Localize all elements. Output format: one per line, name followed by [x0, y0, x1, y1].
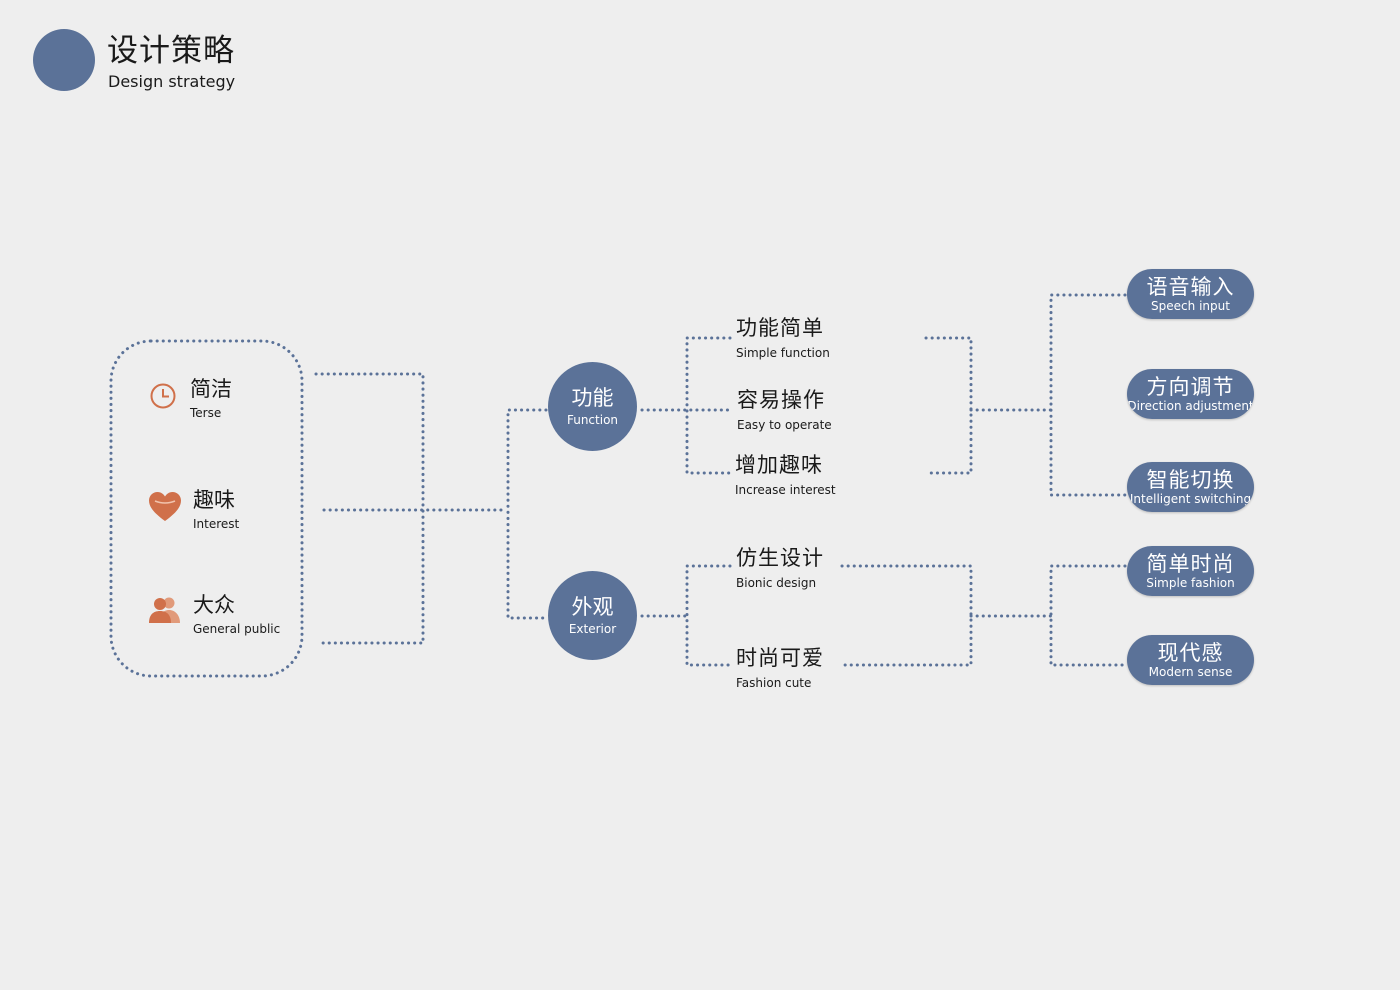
category-label-en: Exterior [568, 621, 617, 636]
category-label-zh: 外观 [571, 594, 614, 619]
feature-label-en: Simple fashion [1146, 575, 1235, 590]
exterior-item-cute: 时尚可爱 Fashion cute [736, 642, 824, 690]
function-item-simple: 功能简单 Simple function [736, 312, 830, 360]
feature-intelligent-switching: 智能切换 Intelligent switching [1127, 462, 1254, 512]
item-label-en: Increase interest [735, 483, 836, 497]
function-item-interest: 增加趣味 Increase interest [735, 449, 836, 497]
connector-exterior-right [840, 564, 973, 667]
page-title: 设计策略 [107, 33, 235, 69]
heart-icon [148, 491, 182, 527]
feature-label-en: Modern sense [1148, 664, 1233, 679]
feature-label-zh: 语音输入 [1146, 274, 1235, 299]
connector-function-right [924, 336, 973, 475]
item-label-zh: 功能简单 [736, 316, 824, 340]
category-label-en: Function [566, 412, 619, 427]
connector-exterior-features [1049, 564, 1127, 667]
attribute-label-zh: 大众 [193, 593, 235, 617]
exterior-item-bionic: 仿生设计 Bionic design [736, 542, 824, 590]
function-item-easy: 容易操作 Easy to operate [737, 384, 832, 432]
connector-attr-1 [314, 372, 425, 645]
item-label-zh: 容易操作 [737, 388, 825, 412]
attribute-label-zh: 趣味 [193, 488, 235, 512]
feature-modern-sense: 现代感 Modern sense [1127, 635, 1254, 685]
item-label-zh: 时尚可爱 [736, 646, 824, 670]
page-subtitle: Design strategy [108, 72, 236, 91]
attribute-label-en: Interest [193, 517, 240, 531]
feature-simple-fashion: 简单时尚 Simple fashion [1127, 546, 1254, 596]
feature-speech-input: 语音输入 Speech input [1127, 269, 1254, 319]
connector-function-bracket [685, 336, 732, 475]
feature-label-zh: 现代感 [1157, 640, 1224, 665]
attribute-label-en: Terse [190, 406, 222, 420]
feature-label-zh: 方向调节 [1146, 374, 1235, 399]
attribute-label-en: General public [193, 622, 281, 636]
attribute-label-zh: 简洁 [190, 377, 232, 401]
category-exterior-node: 外观 Exterior [548, 571, 637, 660]
connector-exterior-bracket [685, 564, 732, 667]
attribute-terse: 简洁 Terse [190, 373, 232, 420]
attribute-interest: 趣味 Interest [193, 484, 239, 531]
feature-label-en: Intelligent switching [1129, 491, 1252, 506]
feature-label-zh: 智能切换 [1146, 467, 1235, 492]
connector-to-categories [506, 408, 548, 620]
clock-icon [149, 382, 177, 414]
attributes-frame [109, 339, 304, 678]
item-label-en: Bionic design [736, 576, 817, 590]
item-label-en: Simple function [736, 346, 830, 360]
category-label-zh: 功能 [571, 385, 614, 410]
item-label-zh: 仿生设计 [736, 546, 824, 570]
item-label-zh: 增加趣味 [735, 453, 823, 477]
feature-label-en: Speech input [1151, 298, 1230, 313]
attribute-general-public: 大众 General public [193, 589, 280, 636]
item-label-en: Fashion cute [736, 676, 812, 690]
category-function-node: 功能 Function [548, 362, 637, 451]
connector-features-bracket [1049, 293, 1127, 497]
item-label-en: Easy to operate [737, 418, 832, 432]
title-dot [33, 29, 95, 91]
people-icon [148, 596, 182, 628]
feature-direction-adjustment: 方向调节 Direction adjustment [1127, 369, 1254, 419]
feature-label-zh: 简单时尚 [1146, 551, 1235, 576]
feature-label-en: Direction adjustment [1127, 398, 1254, 413]
